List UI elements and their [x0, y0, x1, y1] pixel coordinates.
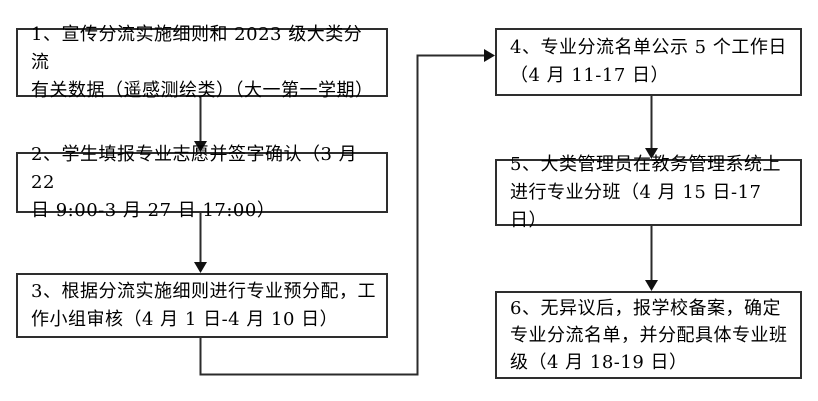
arrow-step2-step3 [194, 213, 207, 273]
arrow-step5-step6 [645, 226, 658, 291]
flow-step-3: 3、根据分流实施细则进行专业预分配，工 作小组审核（4 月 1 日-4 月 10… [16, 273, 388, 338]
flow-step-5: 5、大类管理员在教务管理系统上 进行专业分班（4 月 15 日-17 日） [495, 154, 802, 231]
arrow-step4-step5 [645, 96, 658, 159]
flow-step-4: 4、专业分流名单公示 5 个工作日 （4 月 11-17 日） [495, 28, 802, 96]
flow-step-6: 6、无异议后，报学校备案，确定 专业分流名单，并分配具体专业班 级（4 月 18… [495, 291, 802, 379]
flow-step-1: 1、宣传分流实施细则和 2023 级大类分流 有关数据（遥感测绘类）（大一第一学… [16, 24, 388, 101]
arrow-step3-step4 [199, 49, 495, 376]
flow-step-2: 2、学生填报专业志愿并签字确认（3 月 22 日 9:00-3 月 27 日 1… [16, 144, 388, 221]
arrow-step1-step2 [194, 97, 207, 152]
